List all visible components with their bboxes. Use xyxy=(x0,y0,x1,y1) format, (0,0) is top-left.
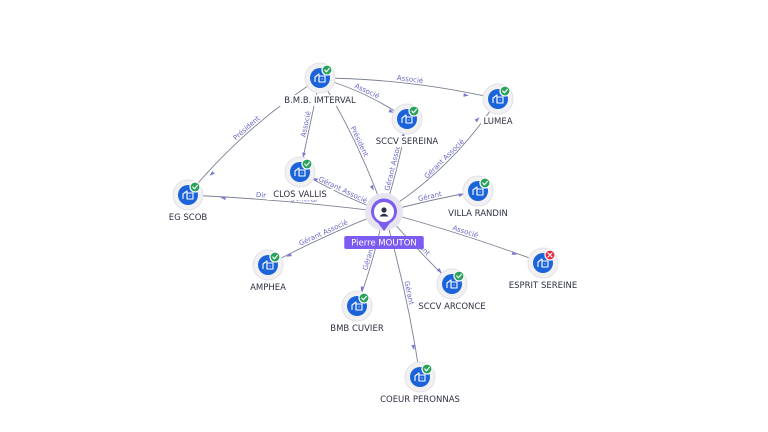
edge-label: Président xyxy=(232,114,262,142)
edge-arrow-icon xyxy=(302,152,306,159)
node-label: ESPRIT SEREINE xyxy=(509,281,577,291)
company-node-cuvier[interactable]: BMB CUVIER xyxy=(326,290,388,334)
check-status-icon xyxy=(189,181,201,193)
edge-arrow-icon xyxy=(411,344,415,351)
edge-label: Gérant xyxy=(417,190,442,203)
node-label: SCCV SEREINA xyxy=(376,137,439,147)
building-icon xyxy=(262,260,274,270)
node-label: VILLA RANDIN xyxy=(448,209,508,219)
edge-line xyxy=(187,194,385,213)
node-label: BMB CUVIER xyxy=(330,324,384,334)
node-label: EG SCOB xyxy=(169,213,208,223)
node-label: B.M.B. IMTERVAL xyxy=(284,96,356,106)
company-node-clos[interactable]: CLOS VALLIS xyxy=(266,156,334,200)
node-label-bg xyxy=(370,136,444,147)
person-node-center[interactable]: Pierre MOUTON xyxy=(344,193,424,249)
edge-label: Associé xyxy=(396,74,423,85)
node-label-bg xyxy=(415,301,489,312)
edge-line xyxy=(187,77,321,196)
check-status-icon xyxy=(453,270,465,282)
building-icon xyxy=(182,190,194,200)
nodes-layer: B.M.B. IMTERVAL SCCV SEREINA LUMEA CLOS VAL… xyxy=(165,62,586,405)
node-label-bg xyxy=(275,95,365,106)
node-label-bg xyxy=(500,280,586,291)
node-label-bg xyxy=(266,189,334,200)
edge-arrow-icon xyxy=(209,171,215,176)
edge-label: Gérant xyxy=(361,246,375,272)
building-icon xyxy=(351,301,363,311)
node-label: CLOS VALLIS xyxy=(273,190,327,200)
node-label-bg xyxy=(248,282,288,293)
node-label-bg xyxy=(441,208,515,219)
company-node-amphea[interactable]: AMPHEA xyxy=(248,249,288,293)
edge-label: Gérant Associé xyxy=(298,218,349,247)
check-status-icon xyxy=(421,363,433,375)
node-label-bg xyxy=(165,212,211,223)
node-label: AMPHEA xyxy=(250,283,286,293)
edge-arrow-icon xyxy=(463,93,469,97)
check-status-icon xyxy=(358,292,370,304)
edge-arrow-icon xyxy=(511,251,518,255)
node-label: SCCV ARCONCE xyxy=(418,302,485,312)
edge-label: Président xyxy=(349,125,370,158)
company-node-arconce[interactable]: SCCV ARCONCE xyxy=(415,268,489,312)
company-node-egscob[interactable]: EG SCOB xyxy=(165,179,211,223)
check-status-icon xyxy=(408,105,420,117)
check-status-icon xyxy=(301,158,313,170)
person-icon xyxy=(379,207,389,217)
edge-bmb-lumea[interactable]: Associé xyxy=(319,74,499,100)
check-status-icon xyxy=(499,85,511,97)
company-node-lumea[interactable]: LUMEA xyxy=(481,83,515,127)
node-label: LUMEA xyxy=(483,117,512,127)
node-label: COEUR PERONNAS xyxy=(380,395,460,405)
check-status-icon xyxy=(479,177,491,189)
edge-line xyxy=(383,211,544,264)
company-node-sereina[interactable]: SCCV SEREINA xyxy=(370,103,444,147)
edge-arrow-icon xyxy=(360,286,365,292)
edge-arrow-icon xyxy=(388,108,395,113)
center-label: Pierre MOUTON xyxy=(351,239,417,249)
company-node-esprit[interactable]: ESPRIT SEREINE xyxy=(500,247,586,291)
edge-arrow-icon xyxy=(286,252,292,257)
edge-line xyxy=(319,77,499,100)
building-icon xyxy=(294,167,306,177)
company-node-randin[interactable]: VILLA RANDIN xyxy=(441,175,515,219)
node-label-bg xyxy=(326,323,388,334)
building-icon xyxy=(414,372,426,382)
building-icon xyxy=(446,279,458,289)
node-label-bg xyxy=(377,394,463,405)
company-node-bmb[interactable]: B.M.B. IMTERVAL xyxy=(275,62,365,106)
company-node-coeur[interactable]: COEUR PERONNAS xyxy=(377,361,463,405)
building-icon xyxy=(401,114,413,124)
building-icon xyxy=(492,94,504,104)
edge-arrow-icon xyxy=(436,268,442,274)
check-status-icon xyxy=(321,64,333,76)
check-status-icon xyxy=(269,251,281,263)
edge-arrow-icon xyxy=(474,117,480,123)
edge-arrow-icon xyxy=(458,193,465,198)
edge-arrow-icon xyxy=(369,184,374,191)
building-icon xyxy=(472,186,484,196)
edge-label: Associé xyxy=(299,110,312,138)
center-label-bg xyxy=(344,236,424,249)
edge-line xyxy=(383,211,421,378)
edge-arrow-icon xyxy=(220,196,226,201)
closed-status-icon xyxy=(544,249,556,261)
building-icon xyxy=(314,73,326,83)
node-label-bg xyxy=(481,116,515,127)
building-icon xyxy=(537,258,549,268)
edge-label: Associé xyxy=(452,224,480,240)
